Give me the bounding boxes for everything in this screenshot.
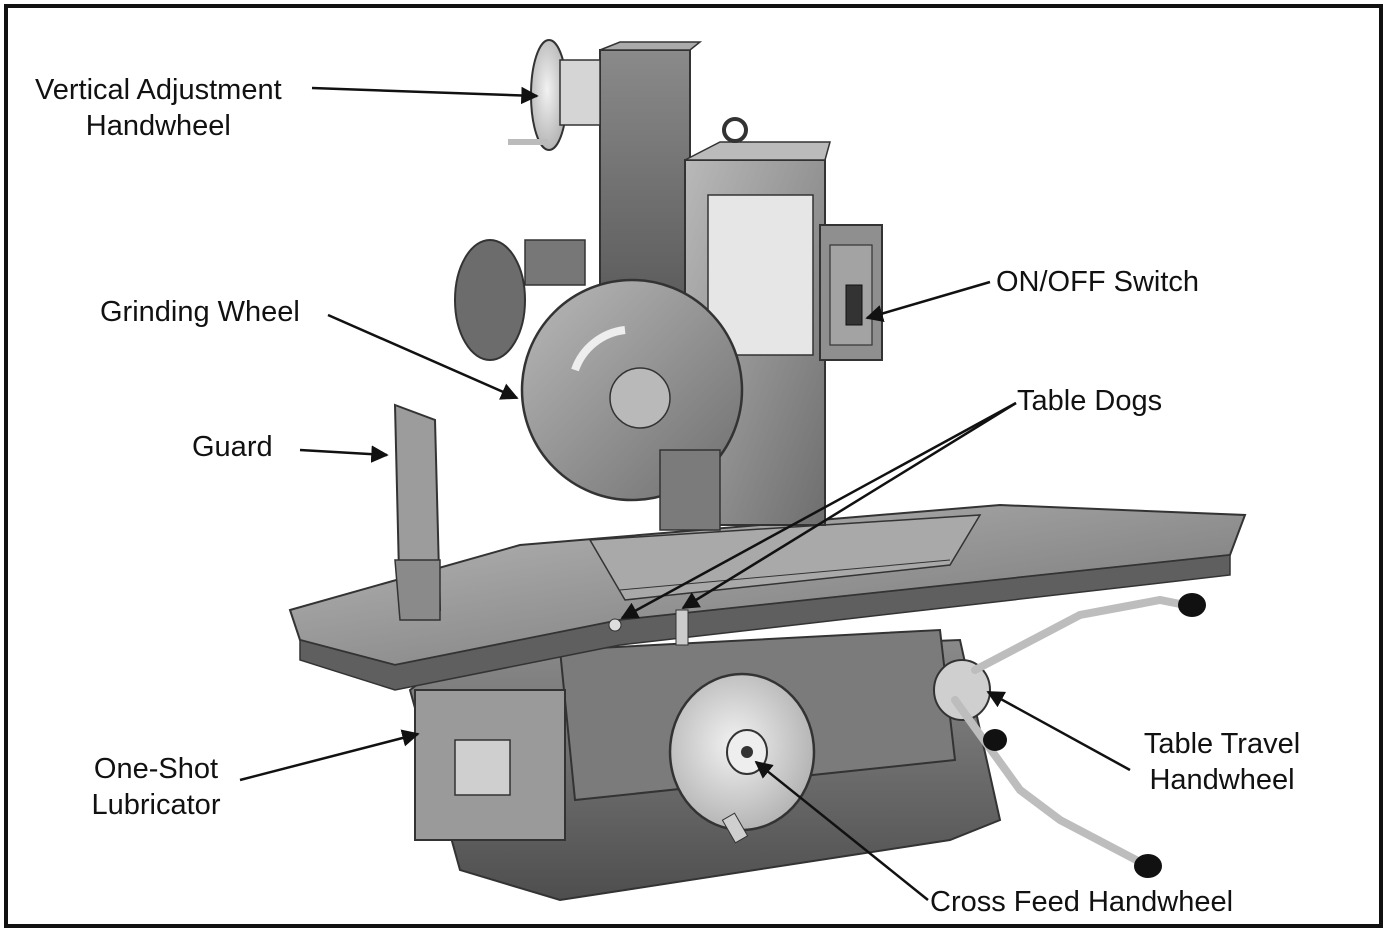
vertical-adjustment-handwheel-illustration — [508, 39, 601, 151]
label-one-shot: One-Shot Lubricator — [86, 751, 226, 823]
leader-cross-feed — [754, 760, 929, 901]
label-cross-feed: Cross Feed Handwheel — [930, 886, 1234, 918]
label-vertical-adjustment-line2: Handwheel — [85, 110, 231, 142]
label-one-shot-line2: Lubricator — [91, 789, 221, 821]
label-grinding-wheel: Grinding Wheel — [100, 296, 300, 328]
table-dog-left — [608, 618, 622, 632]
work-table — [288, 503, 1247, 691]
label-guard: Guard — [192, 431, 273, 463]
leader-grinding-wheel — [327, 313, 519, 400]
leader-table-dog-left — [620, 401, 1017, 620]
lifting-eye — [722, 117, 748, 143]
switch-box — [819, 224, 883, 361]
leader-one-shot — [239, 729, 420, 782]
label-table-dogs: Table Dogs — [1017, 385, 1163, 417]
leader-lines — [239, 86, 1131, 901]
label-one-shot-line1: One-Shot — [93, 753, 219, 785]
spec-plate — [707, 194, 814, 356]
guard-plate — [393, 403, 442, 621]
grinding-head — [454, 239, 744, 531]
label-on-off-switch: ON/OFF Switch — [996, 266, 1200, 298]
label-table-travel-line1: Table Travel — [1143, 728, 1301, 760]
label-vertical-adjustment: Vertical Adjustment Handwheel — [35, 72, 282, 144]
table-travel-handwheel-illustration — [933, 593, 1206, 878]
leader-table-dog-right — [681, 401, 1017, 610]
label-table-travel: Table Travel Handwheel — [1132, 726, 1312, 798]
leader-vertical-adjustment — [311, 86, 539, 105]
label-table-travel-line2: Handwheel — [1149, 764, 1295, 796]
label-vertical-adjustment-line1: Vertical Adjustment — [35, 74, 282, 106]
leader-guard — [299, 445, 389, 463]
leader-on-off — [865, 280, 991, 322]
leader-table-travel — [986, 690, 1131, 772]
table-dog-right — [675, 609, 689, 646]
